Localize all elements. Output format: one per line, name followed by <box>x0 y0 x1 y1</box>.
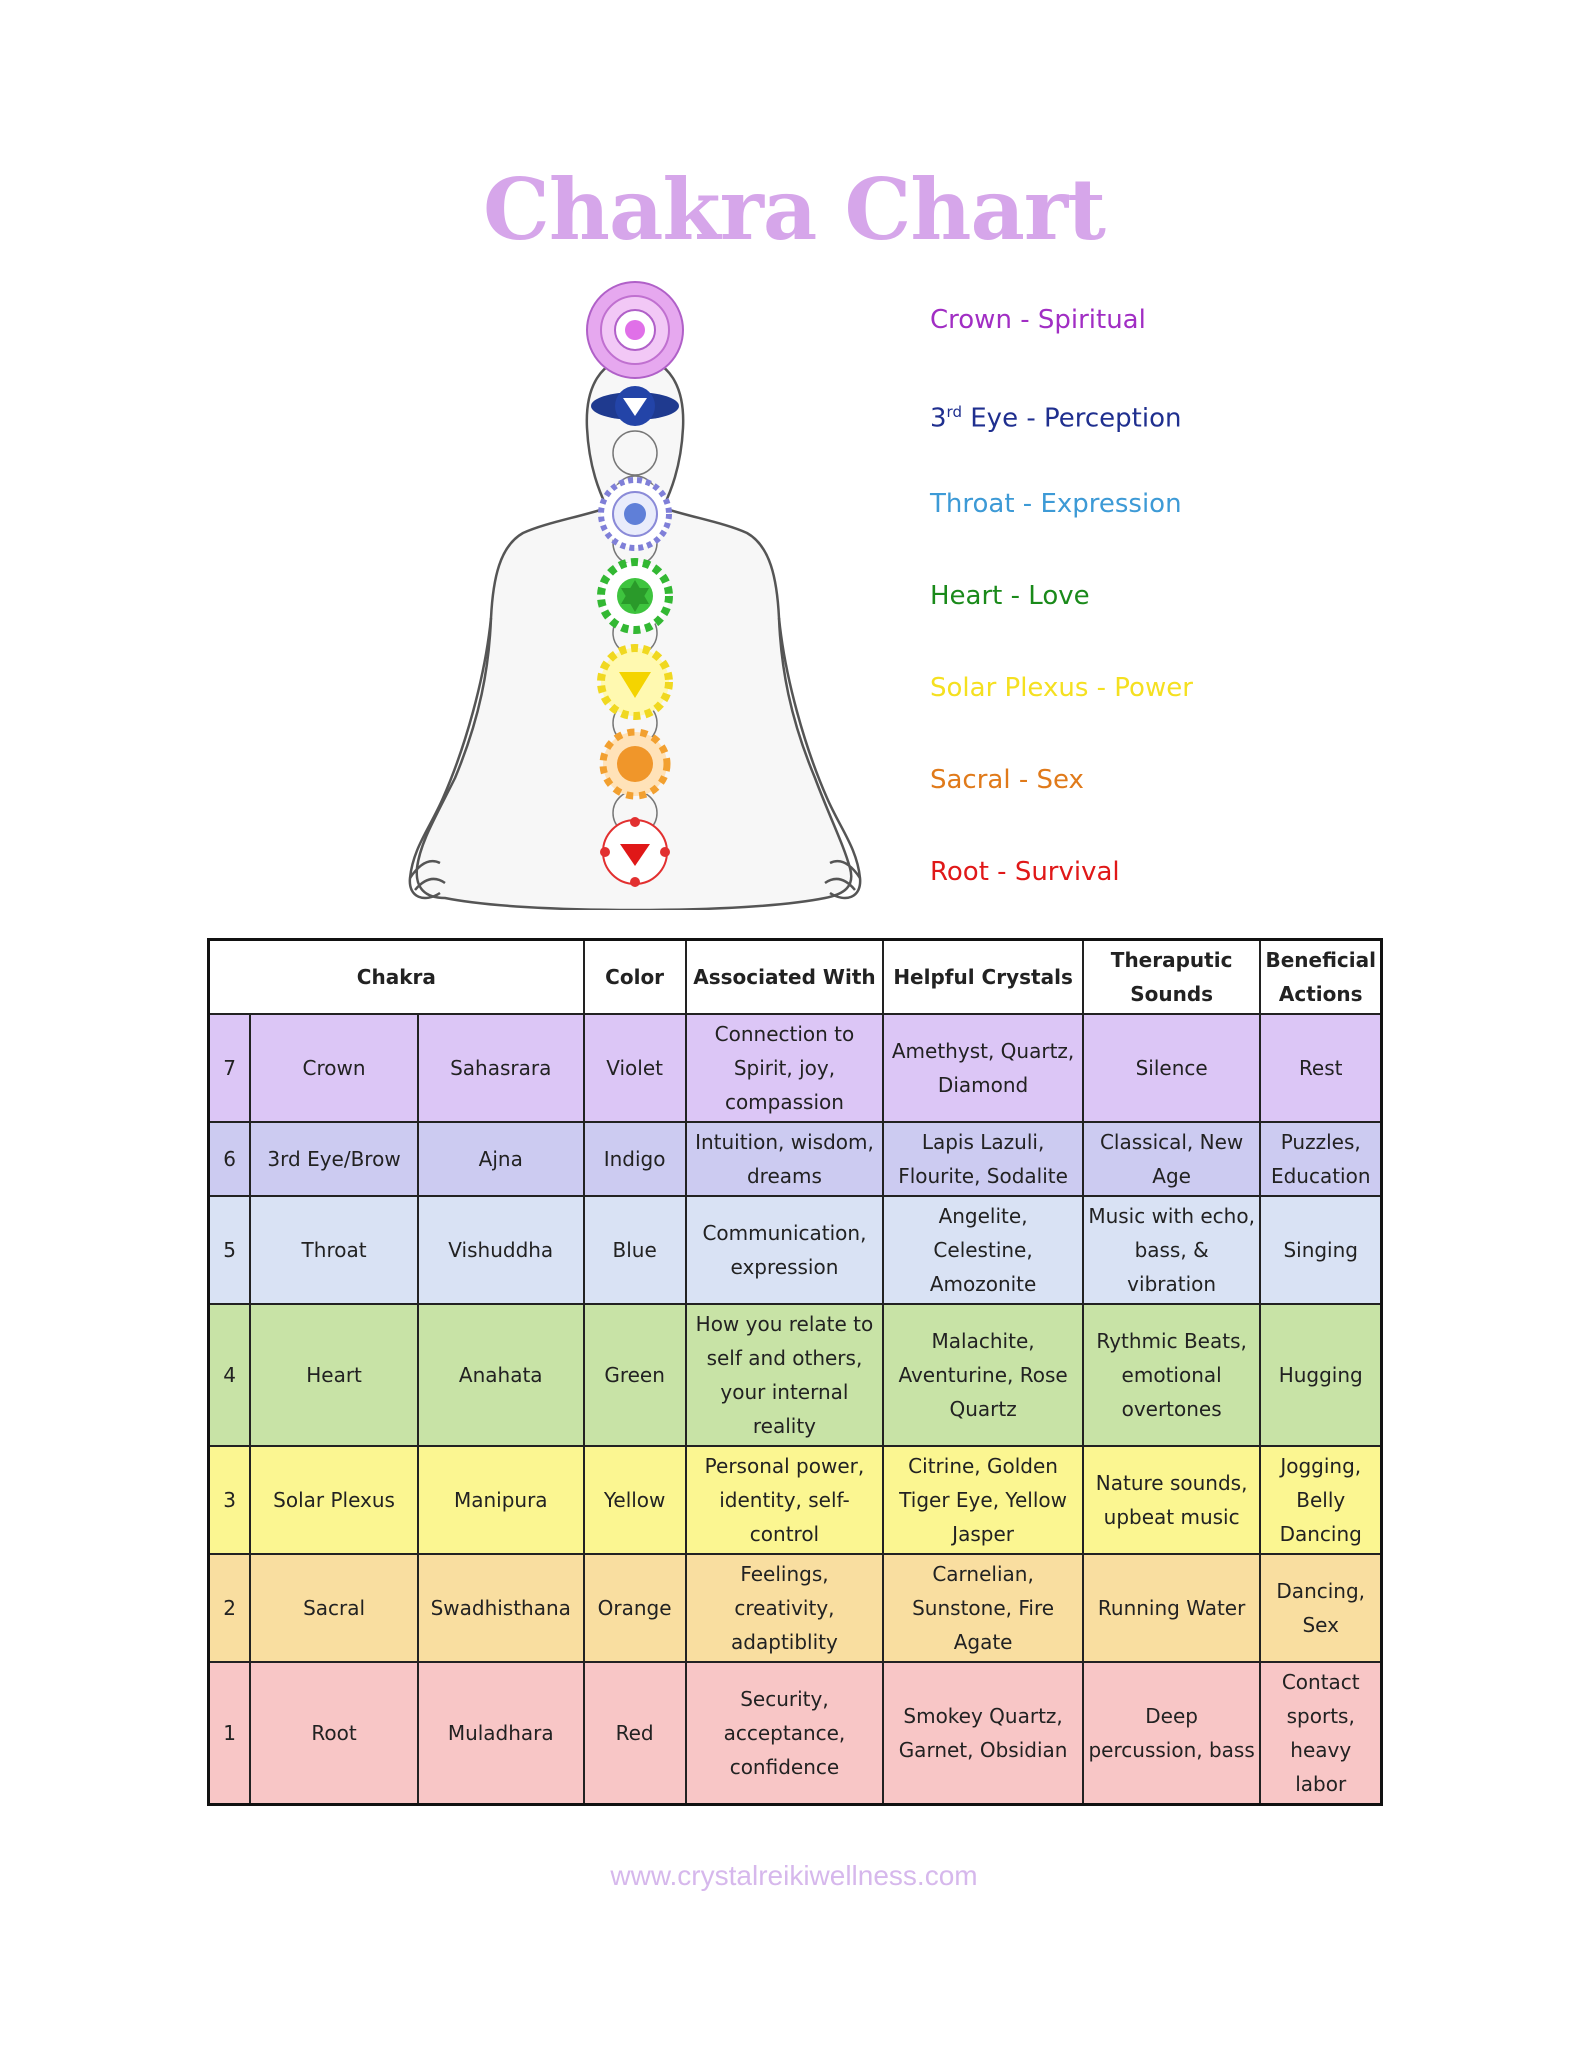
third-eye-chakra-icon <box>591 386 679 426</box>
crown-chakra-icon <box>586 281 684 379</box>
cell-associated: Personal power, identity, self-control <box>684 1445 885 1555</box>
cell-crystals: Lapis Lazuli, Flourite, Sodalite <box>882 1121 1084 1197</box>
legend-item-solar-plexus: Solar Plexus - Power <box>930 673 1193 703</box>
cell-num: 5 <box>207 1195 252 1305</box>
cell-sanskrit: Swadhisthana <box>416 1553 585 1663</box>
cell-name: Crown <box>249 1013 419 1123</box>
cell-color: Orange <box>582 1553 687 1663</box>
cell-crystals: Carnelian, Sunstone, Fire Agate <box>882 1553 1084 1663</box>
cell-sounds: Silence <box>1081 1013 1262 1123</box>
cell-sounds: Music with echo, bass, & vibration <box>1081 1195 1262 1305</box>
cell-crystals: Angelite, Celestine, Amozonite <box>882 1195 1084 1305</box>
header-associated: Associated With <box>684 938 885 1015</box>
cell-sounds: Nature sounds, upbeat music <box>1081 1445 1262 1555</box>
header-color: Color <box>582 938 687 1015</box>
cell-actions: Puzzles, Education <box>1259 1121 1383 1197</box>
cell-associated: Security, acceptance, confidence <box>684 1661 885 1806</box>
cell-color: Red <box>582 1661 687 1806</box>
cell-sounds: Rythmic Beats, emotional overtones <box>1081 1303 1262 1447</box>
cell-crystals: Malachite, Aventurine, Rose Quartz <box>882 1303 1084 1447</box>
header-crystals: Helpful Crystals <box>882 938 1084 1015</box>
cell-associated: Connection to Spirit, joy, compassion <box>684 1013 885 1123</box>
cell-sounds: Classical, New Age <box>1081 1121 1262 1197</box>
cell-num: 7 <box>207 1013 252 1123</box>
cell-associated: How you relate to self and others, your … <box>684 1303 885 1447</box>
cell-num: 4 <box>207 1303 252 1447</box>
legend-item-heart: Heart - Love <box>930 581 1090 611</box>
cell-sanskrit: Muladhara <box>416 1661 585 1806</box>
solar-plexus-chakra-icon <box>597 644 673 720</box>
legend-item-throat: Throat - Expression <box>930 489 1182 519</box>
cell-actions: Hugging <box>1259 1303 1383 1447</box>
cell-actions: Jogging, Belly Dancing <box>1259 1445 1383 1555</box>
page-title: Chakra Chart <box>483 160 1106 259</box>
cell-associated: Communication, expression <box>684 1195 885 1305</box>
cell-sounds: Deep percussion, bass <box>1081 1661 1262 1806</box>
cell-sanskrit: Anahata <box>416 1303 585 1447</box>
cell-name: Root <box>249 1661 419 1806</box>
chakra-table: Chakra Color Associated With Helpful Cry… <box>207 938 1383 1806</box>
cell-crystals: Smokey Quartz, Garnet, Obsidian <box>882 1661 1084 1806</box>
root-chakra-icon <box>600 817 670 887</box>
cell-sanskrit: Ajna <box>416 1121 585 1197</box>
cell-name: Throat <box>249 1195 419 1305</box>
legend-item-root: Root - Survival <box>930 857 1120 887</box>
cell-crystals: Citrine, Golden Tiger Eye, Yellow Jasper <box>882 1445 1084 1555</box>
meditating-figure-illustration <box>408 281 862 910</box>
cell-num: 1 <box>207 1661 252 1806</box>
cell-actions: Singing <box>1259 1195 1383 1305</box>
cell-name: 3rd Eye/Brow <box>249 1121 419 1197</box>
cell-color: Blue <box>582 1195 687 1305</box>
cell-name: Solar Plexus <box>249 1445 419 1555</box>
legend-item-third-eye: 3rd Eye - Perception <box>930 403 1182 434</box>
table-header-row: Chakra Color Associated With Helpful Cry… <box>207 938 1383 1015</box>
cell-name: Heart <box>249 1303 419 1447</box>
cell-color: Violet <box>582 1013 687 1123</box>
cell-actions: Dancing, Sex <box>1259 1553 1383 1663</box>
cell-sounds: Running Water <box>1081 1553 1262 1663</box>
cell-color: Yellow <box>582 1445 687 1555</box>
cell-associated: Intuition, wisdom, dreams <box>684 1121 885 1197</box>
legend-item-crown: Crown - Spiritual <box>930 305 1146 335</box>
header-sounds: Theraputic Sounds <box>1081 938 1262 1015</box>
cell-color: Green <box>582 1303 687 1447</box>
cell-name: Sacral <box>249 1553 419 1663</box>
cell-associated: Feelings, creativity, adaptiblity <box>684 1553 885 1663</box>
sacral-chakra-icon <box>599 728 671 800</box>
cell-crystals: Amethyst, Quartz, Diamond <box>882 1013 1084 1123</box>
cell-sanskrit: Manipura <box>416 1445 585 1555</box>
throat-chakra-icon <box>598 477 672 551</box>
chakra-legend: Crown - Spiritual 3rd Eye - Perception T… <box>930 300 1193 944</box>
cell-color: Indigo <box>582 1121 687 1197</box>
heart-chakra-icon <box>597 558 673 634</box>
cell-actions: Rest <box>1259 1013 1383 1123</box>
cell-sanskrit: Sahasrara <box>416 1013 585 1123</box>
cell-num: 3 <box>207 1445 252 1555</box>
cell-num: 6 <box>207 1121 252 1197</box>
header-actions: Beneficial Actions <box>1259 938 1383 1015</box>
cell-num: 2 <box>207 1553 252 1663</box>
legend-item-sacral: Sacral - Sex <box>930 765 1084 795</box>
cell-actions: Contact sports, heavy labor <box>1259 1661 1383 1806</box>
footer-website: www.crystalreikiwellness.com <box>610 1860 978 1891</box>
header-chakra: Chakra <box>207 938 585 1015</box>
cell-sanskrit: Vishuddha <box>416 1195 585 1305</box>
